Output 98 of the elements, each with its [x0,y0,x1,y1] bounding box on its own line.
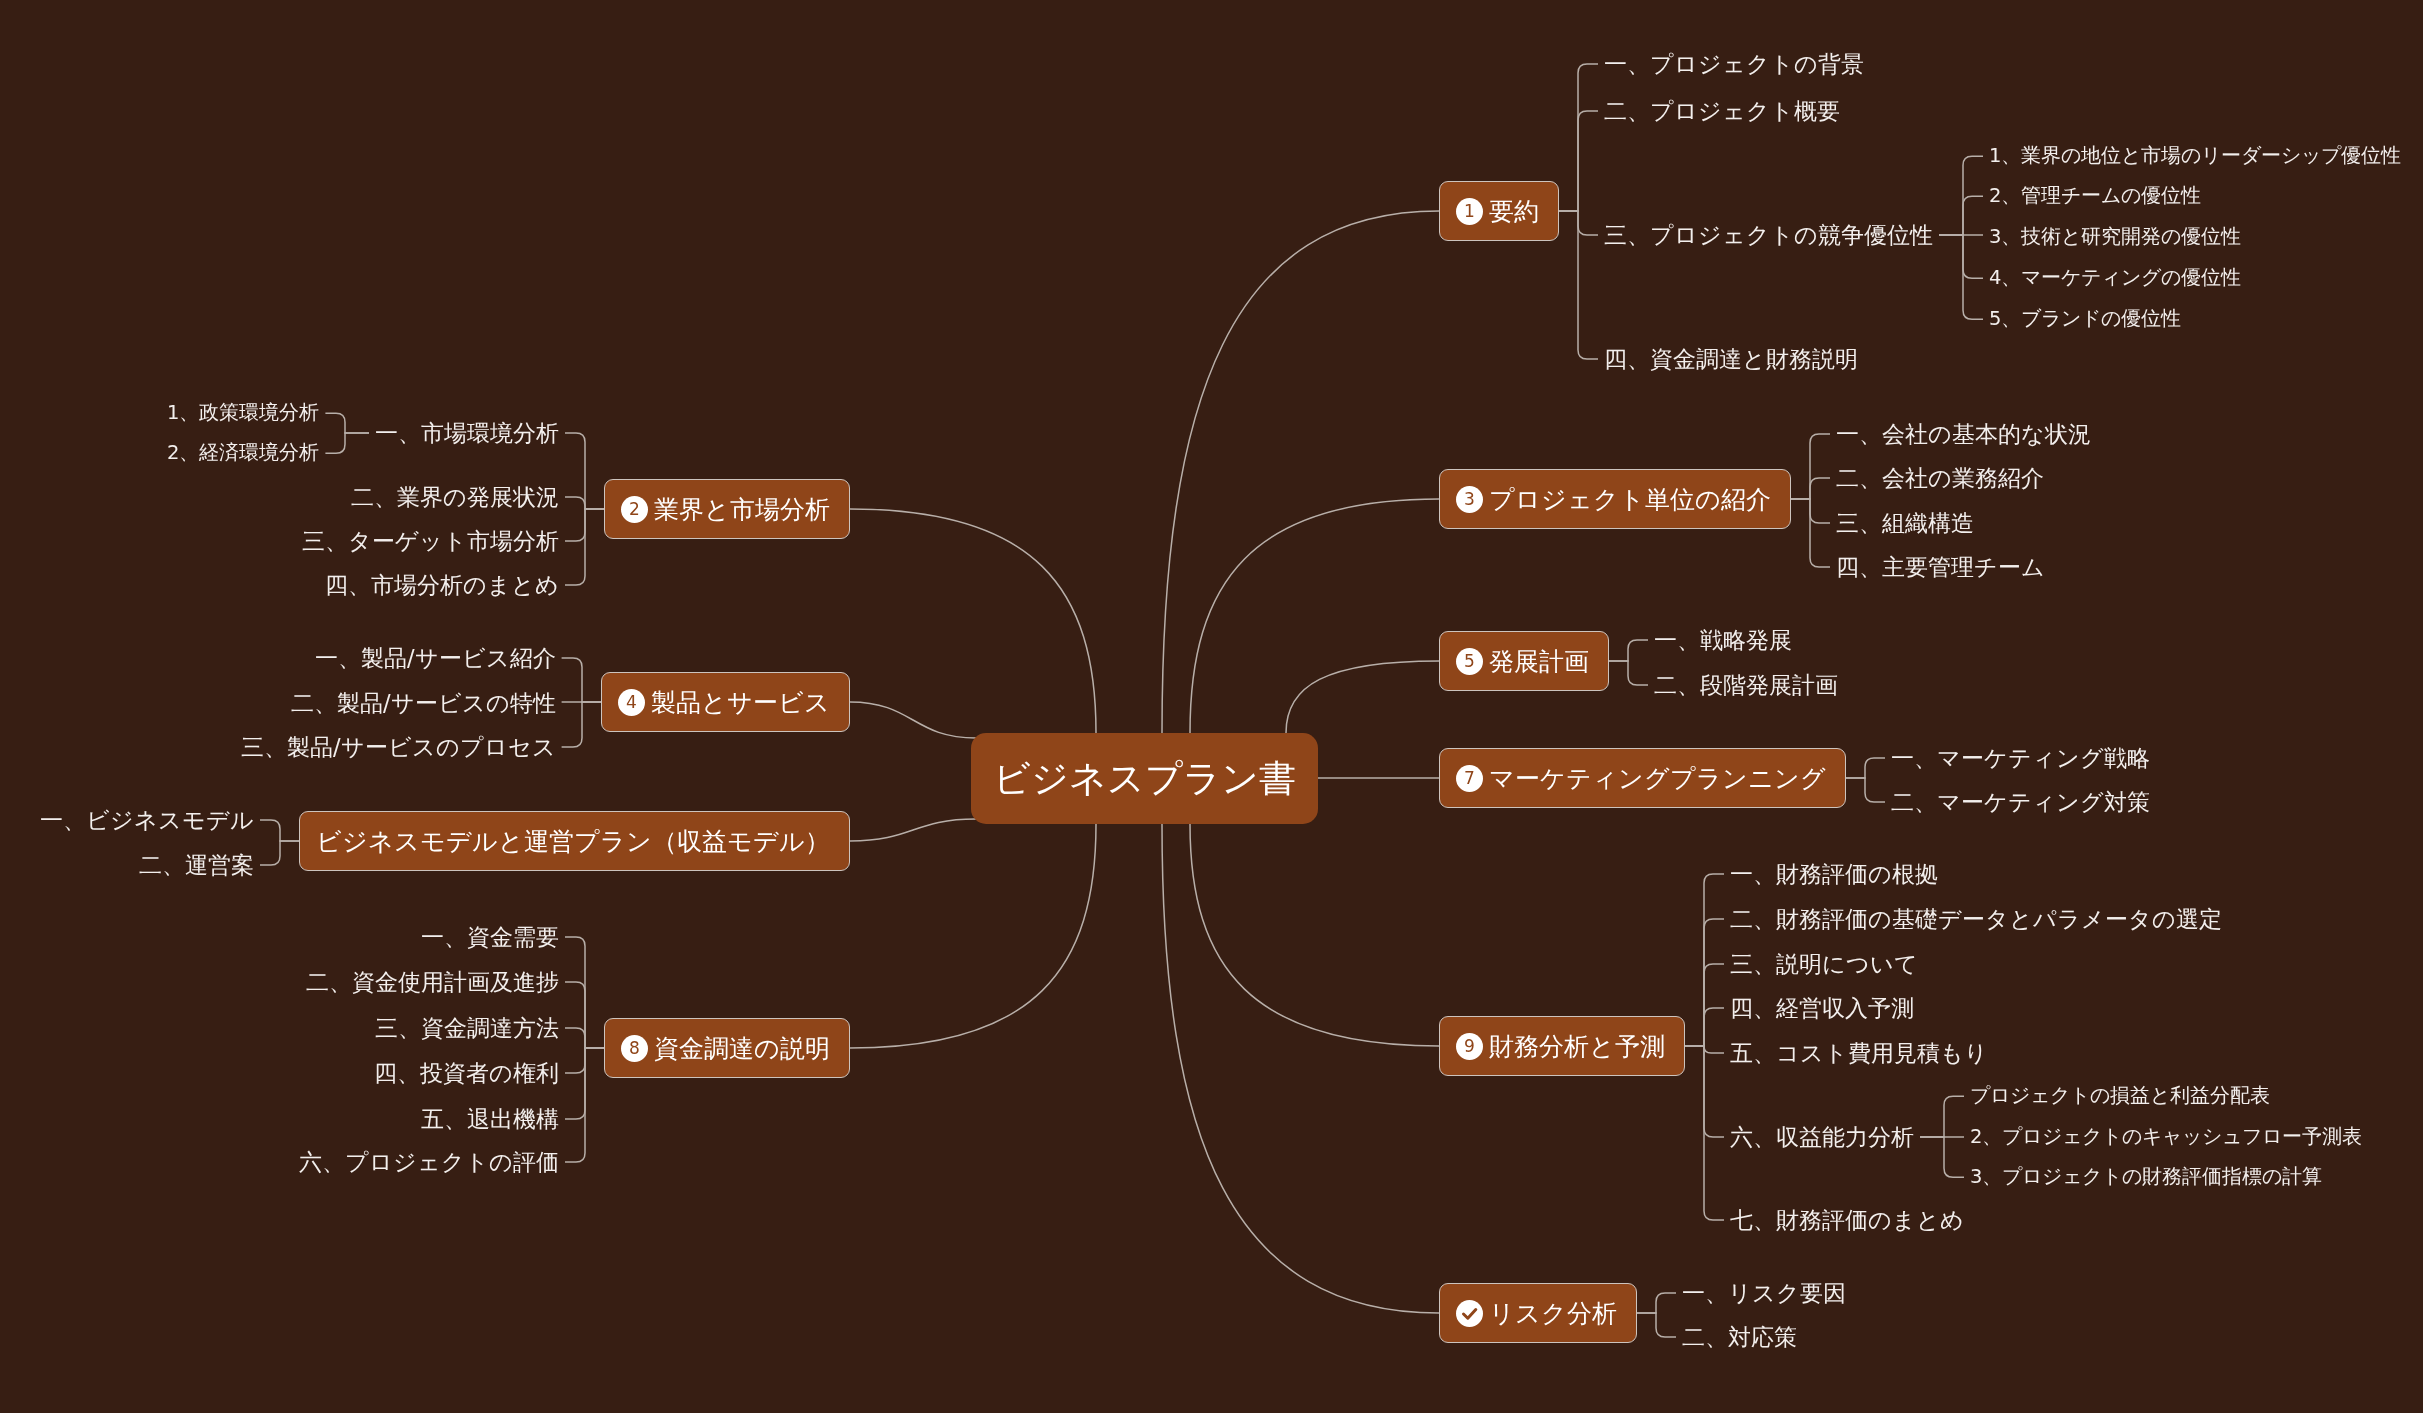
topic-box [604,479,850,539]
connector-line [1938,234,1984,320]
topic-label: ビジネスモデルと運営プラン（収益モデル） [316,825,830,858]
subtopic-text: 一、財務評価の根拠 [1724,858,1944,891]
branch-line [849,701,977,739]
connector-line [564,508,605,586]
subtopic-text: 1、政策環境分析 [161,399,326,428]
topic-box [1439,469,1791,529]
subtopic-text: 二、業界の発展状況 [345,481,565,514]
number-badge: 8 [621,1034,648,1062]
number-badge: 7 [1456,764,1483,792]
subtopic-text: 六、プロジェクトの評価 [293,1146,565,1179]
subtopic-text: 2、プロジェクトのキャッシュフロー予測表 [1964,1123,2369,1152]
subtopic-text: 3、プロジェクトの財務評価指標の計算 [1964,1163,2329,1192]
connector-line [1558,210,1599,360]
subtopic-text: 1、業界の地位と市場のリーダーシップ優位性 [1983,142,2408,171]
subtopic-text: 二、対応策 [1676,1321,1803,1354]
subtopic-text: 一、製品/サービス紹介 [309,642,562,675]
subtopic-text: 四、投資者の権利 [368,1057,565,1090]
branch-line [849,508,1097,734]
connector-line [1636,1312,1677,1338]
subtopic-text: 五、退出機構 [415,1103,565,1136]
topic-label: 発展計画 [1489,645,1589,678]
number-badge: 9 [1456,1032,1483,1060]
subtopic-text: 三、組織構造 [1830,507,1980,540]
topic-box [299,811,850,871]
connector-line [560,701,602,748]
subtopic-text: 2、経済環境分析 [161,439,326,468]
subtopic-text: 一、リスク要因 [1676,1277,1852,1310]
connector-line [259,840,300,866]
subtopic-text: 四、経営収入予測 [1724,992,1920,1025]
connector-line [1684,1045,1725,1221]
subtopic-text: 七、財務評価のまとめ [1724,1204,1970,1237]
branch-line [1189,823,1440,1047]
number-badge: 5 [1456,647,1483,675]
branch-line [1285,660,1440,734]
connector-line [1845,777,1886,803]
subtopic-text: プロジェクトの損益と利益分配表 [1964,1082,2276,1111]
subtopic-text: 二、マーケティング対策 [1885,786,2156,819]
number-badge: 1 [1456,197,1483,225]
subtopic-text: 5、ブランドの優位性 [1983,305,2188,334]
connector-line [1608,660,1649,686]
subtopic-text: 2、管理チームの優位性 [1983,182,2208,211]
topic-label: リスク分析 [1489,1297,1617,1330]
number-badge: 2 [621,495,648,523]
subtopic-text: 二、会社の業務紹介 [1830,462,2050,495]
topic-box [1439,1283,1637,1343]
branch-line [1189,498,1440,734]
connector-line [324,432,370,454]
subtopic-text: 一、戦略発展 [1648,624,1798,657]
subtopic-text: 二、プロジェクト概要 [1598,95,1846,128]
subtopic-text: 四、市場分析のまとめ [319,569,565,602]
branch-line [1317,777,1440,779]
topic-box [1439,181,1559,241]
subtopic-text: 二、財務評価の基礎データとパラメータの選定 [1724,903,2228,936]
topic-box [1439,631,1609,691]
subtopic-text: 一、資金需要 [415,921,565,954]
branch-line [849,823,1097,1049]
subtopic-text: 一、会社の基本的な状況 [1830,418,2097,451]
subtopic-text: 一、プロジェクトの背景 [1598,48,1870,81]
subtopic-text: 三、プロジェクトの競争優位性 [1598,219,1939,252]
connector-line [1919,1136,1965,1178]
branch-line [1161,210,1440,734]
topic-box [601,672,850,732]
subtopic-text: 3、技術と研究開発の優位性 [1983,223,2248,252]
topic-label: プロジェクト単位の紹介 [1489,483,1771,516]
branch-line [1161,823,1440,1314]
subtopic-text: 二、製品/サービスの特性 [285,687,562,720]
topic-box [1439,1016,1685,1076]
topic-label: 製品とサービス [651,686,830,719]
subtopic-text: 四、資金調達と財務説明 [1598,343,1864,376]
subtopic-text: 一、ビジネスモデル [34,804,260,837]
subtopic-text: 一、市場環境分析 [369,417,565,450]
subtopic-text: 五、コスト費用見積もり [1724,1037,1994,1070]
number-badge: 4 [618,688,645,716]
subtopic-text: 三、ターゲット市場分析 [296,525,565,558]
subtopic-text: 三、説明について [1724,948,1924,981]
connector-line [1790,498,1831,568]
topic-box [1439,748,1846,808]
topic-label: 財務分析と予測 [1489,1030,1665,1063]
connector-line [564,1047,605,1163]
topic-label: 業界と市場分析 [654,493,830,526]
subtopic-text: 二、運営案 [133,849,260,882]
topic-label: 資金調達の説明 [654,1032,830,1065]
subtopic-text: 三、製品/サービスのプロセス [235,731,562,764]
topic-label: 要約 [1489,195,1539,228]
central-topic-box: ビジネスプラン書 [971,733,1318,824]
subtopic-text: 一、マーケティング戦略 [1885,742,2156,775]
subtopic-text: 四、主要管理チーム [1830,551,2051,584]
subtopic-text: 二、資金使用計画及進捗 [300,966,565,999]
number-badge: 3 [1456,485,1483,513]
topic-label: マーケティングプランニング [1489,762,1826,795]
subtopic-text: 4、マーケティングの優位性 [1983,264,2248,293]
topic-box [604,1018,850,1078]
subtopic-text: 三、資金調達方法 [369,1012,565,1045]
subtopic-text: 六、収益能力分析 [1724,1121,1920,1154]
subtopic-text: 二、段階発展計画 [1648,669,1844,702]
branch-line [849,818,977,842]
